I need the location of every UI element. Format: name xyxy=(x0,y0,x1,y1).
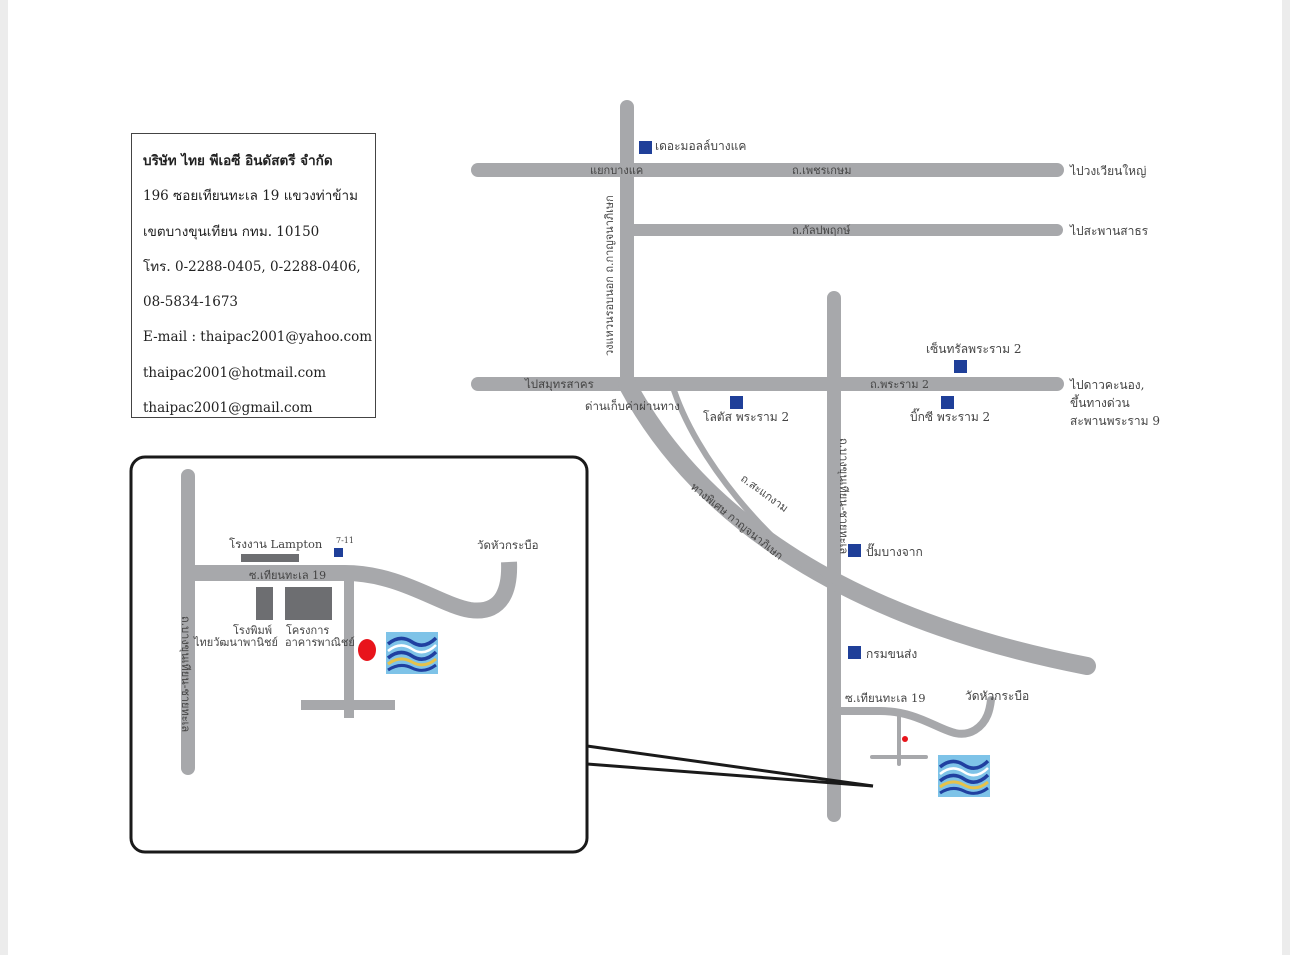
company-email-gmail: thaipac2001@gmail.com xyxy=(143,400,313,417)
label-tollgate: ด่านเก็บค่าผ่านทาง xyxy=(585,398,680,413)
callout-connector xyxy=(586,744,874,788)
building-printing xyxy=(256,587,273,620)
road-soi-tienthalay19-main xyxy=(830,696,995,738)
label-printing-1: โรงพิมพ์ xyxy=(233,623,272,637)
label-factory-lampton: โรงงาน Lampton xyxy=(229,537,323,551)
label-bangkhae-junction: แยกบางแค xyxy=(590,164,643,177)
landmark-fisheries: กรมขนส่ง xyxy=(866,647,917,661)
label-project-1: โครงการ xyxy=(286,623,329,637)
seven-eleven-icon xyxy=(334,548,343,557)
label-soi19-inset: ซ.เทียนทะเล 19 xyxy=(249,569,326,582)
building-lampton xyxy=(241,554,299,562)
label-project-2: อาคารพาณิชย์ xyxy=(285,636,355,649)
location-marker-inset xyxy=(358,639,376,661)
inset-map-labels: โรงงาน Lampton 7-11 วัดหัวกระบือ ซ.เทียน… xyxy=(179,536,539,732)
label-to-daokhanong-2: ขึ้นทางด่วน xyxy=(1070,394,1130,410)
label-wat-inset: วัดหัวกระบือ xyxy=(477,538,539,552)
label-to-daokhanong-1: ไปดาวคะนอง, xyxy=(1069,378,1144,392)
road-sakaengam xyxy=(669,381,837,591)
label-phetkasem: ถ.เพชรเกษม xyxy=(792,164,851,177)
landmark-lotus: โลตัส พระราม 2 xyxy=(703,410,789,424)
label-soi19-main: ซ.เทียนทะเล 19 xyxy=(845,691,926,705)
label-rama2: ถ.พระราม 2 xyxy=(870,378,929,391)
label-bangkhunthian: ถ.บางขุนเทียน-ชายทะเล xyxy=(837,438,850,554)
landmark-pumpbangchak: ปั๊มบางจาก xyxy=(866,543,923,559)
company-email-yahoo: E-mail : thaipac2001@yahoo.com xyxy=(143,329,373,346)
company-info-box: บริษัท ไทย พีเอซี อินดัสตรี จำกัด 196 ซอ… xyxy=(131,133,376,418)
landmark-square-icon xyxy=(954,360,967,373)
landmark-square-icon xyxy=(730,396,743,409)
label-printing-2: ไทยวัฒนาพานิชย์ xyxy=(193,636,278,649)
main-map-roads xyxy=(471,100,1096,822)
inset-map-buildings xyxy=(241,554,332,620)
landmark-central: เซ็นทรัลพระราม 2 xyxy=(926,341,1022,356)
company-address-line1: 196 ซอยเทียนทะเล 19 แขวงท่าข้าม xyxy=(143,188,358,205)
company-phone: โทร. 0-2288-0405, 0-2288-0406, xyxy=(143,258,361,275)
company-mobile: 08-5834-1673 xyxy=(143,294,239,311)
label-kanchanaphisek: วงแหวนรอบนอก ถ.กาญจนาภิเษก xyxy=(603,195,616,356)
label-inset-road: ถ.บางขุนเทียน-ชายทะเล xyxy=(179,616,192,732)
landmark-square-icon xyxy=(639,141,652,154)
road-expressway-kanchanaphisek xyxy=(618,375,1096,675)
label-kalapaphruek: ถ.กัลปพฤกษ์ xyxy=(792,224,851,237)
company-name: บริษัท ไทย พีเอซี อินดัสตรี จำกัด xyxy=(143,153,333,169)
landmark-square-icon xyxy=(941,396,954,409)
label-to-daokhanong-3: สะพานพระราม 9 xyxy=(1070,414,1160,428)
label-to-saphansathon: ไปสะพานสาธร xyxy=(1069,224,1149,238)
main-map-landmarks: เดอะมอลล์บางแค เซ็นทรัลพระราม 2 โลตัส พร… xyxy=(639,139,1029,703)
landmark-square-icon xyxy=(848,544,861,557)
main-map-labels: แยกบางแค ถ.เพชรเกษม ถ.กัลปพฤกษ์ วงแหวนรอ… xyxy=(524,164,1160,705)
location-marker-main xyxy=(902,736,908,742)
building-project xyxy=(285,587,332,620)
company-wave-logo-icon xyxy=(936,753,992,799)
company-wave-logo-icon xyxy=(384,630,440,676)
landmark-bigc: บิ๊กซี พระราม 2 xyxy=(910,408,990,424)
inset-map-roads xyxy=(181,469,518,775)
landmark-square-icon xyxy=(848,646,861,659)
landmark-themall: เดอะมอลล์บางแค xyxy=(655,139,746,153)
label-to-wongwianyai: ไปวงเวียนใหญ่ xyxy=(1069,164,1146,178)
landmark-wat-main: วัดหัวกระบือ xyxy=(965,689,1029,703)
inset-road-soi19 xyxy=(188,561,518,619)
company-address-line2: เขตบางขุนเทียน กทม. 10150 xyxy=(143,223,320,240)
label-samutsakhon: ไปสมุทรสาคร xyxy=(524,377,594,391)
label-seven-eleven: 7-11 xyxy=(336,536,354,545)
company-email-hotmail: thaipac2001@hotmail.com xyxy=(143,364,327,381)
